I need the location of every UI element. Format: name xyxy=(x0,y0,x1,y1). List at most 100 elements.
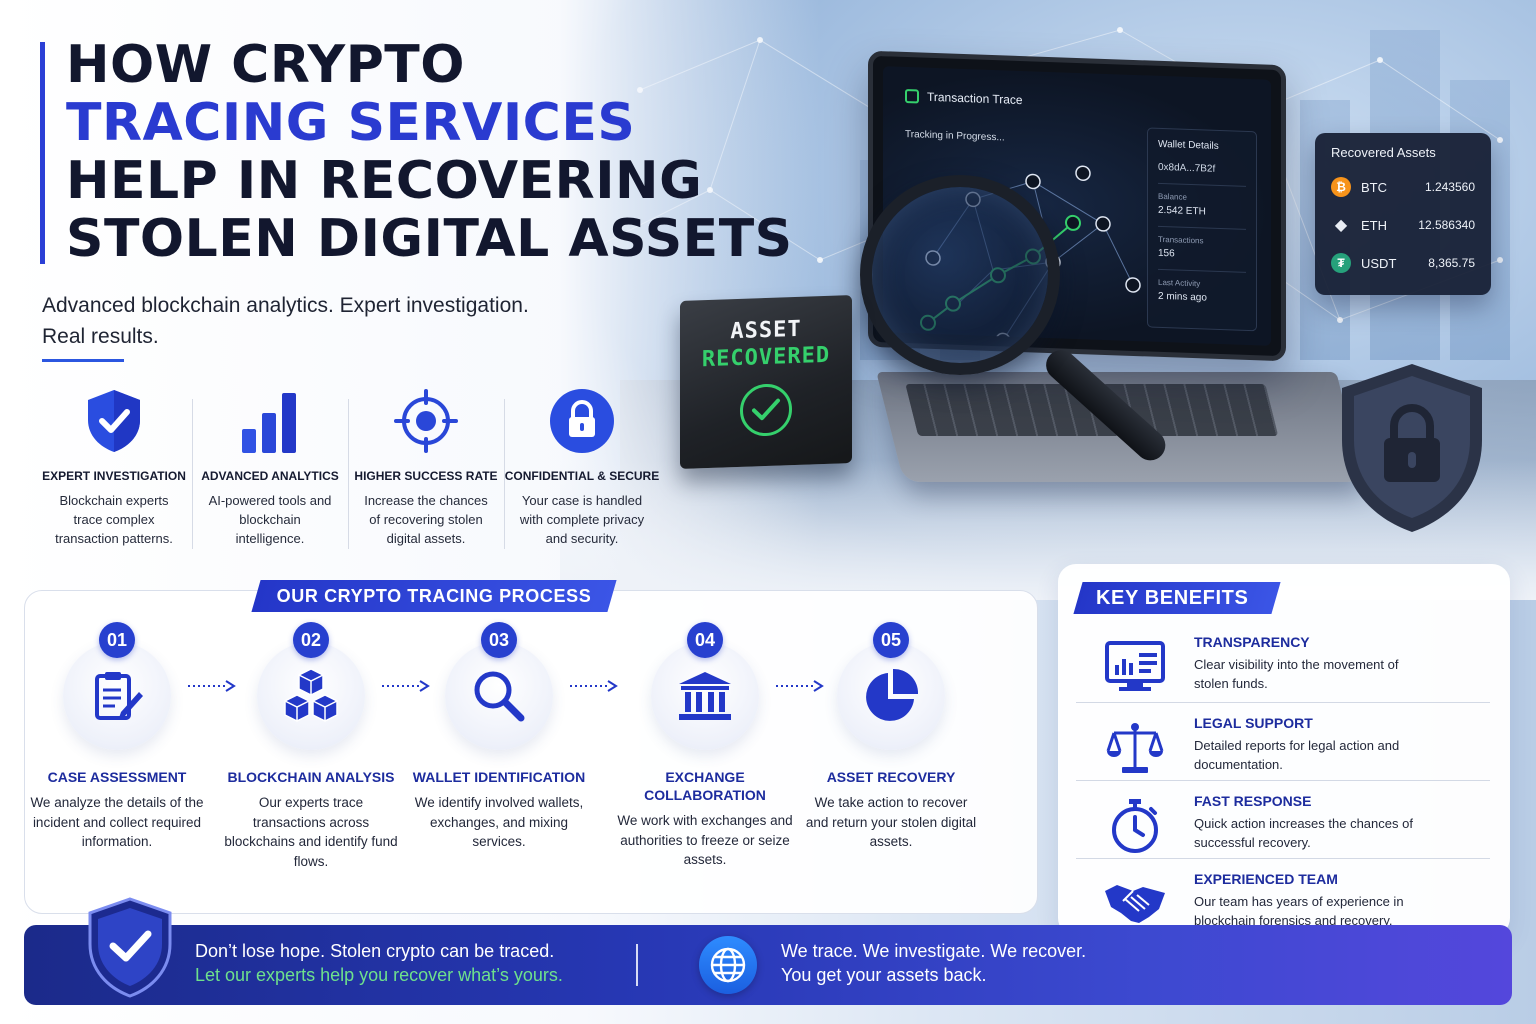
banner-slogan-line2: You get your assets back. xyxy=(781,965,987,985)
asset-row: ₿ BTC 1.243560 xyxy=(1331,168,1475,206)
step-title: CASE ASSESSMENT xyxy=(47,769,187,785)
process-step: 01 CASE ASSESSMENT We analyze the detail… xyxy=(22,622,212,852)
process-step: 04 EXCHANGE COLLABORATION We work with e… xyxy=(610,622,800,870)
step-number: 04 xyxy=(687,622,723,658)
wallet-title: Wallet Details xyxy=(1158,138,1219,152)
plaque-line2: RECOVERED xyxy=(701,342,831,373)
step-number: 05 xyxy=(873,622,909,658)
plaque-line1: ASSET xyxy=(730,316,802,345)
handshake-icon xyxy=(1076,861,1194,941)
globe-icon xyxy=(699,936,757,994)
benefit-desc: Clear visibility into the movement of st… xyxy=(1194,657,1399,691)
blocks-icon xyxy=(257,642,365,750)
target-icon xyxy=(348,385,504,457)
tether-icon: ₮ xyxy=(1331,253,1351,273)
title-line: HELP IN RECOVERING xyxy=(66,151,703,211)
shield-lock-icon xyxy=(1342,364,1482,532)
arrow-right-icon xyxy=(776,680,824,692)
bitcoin-icon: ₿ xyxy=(1331,177,1351,197)
wallet-details-panel: Wallet Details 0x8dA...7B2f Balance 2.54… xyxy=(1147,127,1257,332)
benefit-desc: Quick action increases the chances of su… xyxy=(1194,816,1413,850)
subtitle-underline xyxy=(42,359,124,362)
step-number: 03 xyxy=(481,622,517,658)
asset-name: BTC xyxy=(1361,179,1387,195)
pie-chart-icon xyxy=(837,642,945,750)
step-number: 02 xyxy=(293,622,329,658)
transactions-value: 156 xyxy=(1158,247,1175,260)
feature-desc: AI-powered tools and blockchain intellig… xyxy=(208,493,332,546)
cta-banner xyxy=(24,925,1512,1005)
process-panel xyxy=(24,590,1038,914)
recovered-assets-card: Recovered Assets ₿ BTC 1.243560 ◆ ETH 12… xyxy=(1315,133,1491,295)
asset-amount: 12.586340 xyxy=(1418,218,1475,232)
asset-name: USDT xyxy=(1361,255,1397,271)
benefit-item: TRANSPARENCY Clear visibility into the m… xyxy=(1076,624,1490,704)
app-logo-icon xyxy=(905,88,919,104)
asset-amount: 1.243560 xyxy=(1424,180,1475,194)
benefit-desc: Our team has years of experience in bloc… xyxy=(1194,894,1404,928)
divider xyxy=(1158,225,1246,230)
title-accent-bar xyxy=(40,42,45,264)
last-activity-label: Last Activity xyxy=(1158,277,1201,289)
recovered-assets-title: Recovered Assets xyxy=(1331,145,1436,160)
process-heading-tag: OUR CRYPTO TRACING PROCESS xyxy=(251,580,617,612)
divider xyxy=(1076,780,1490,781)
feature-item: CONFIDENTIAL & SECURE Your case is handl… xyxy=(504,385,660,555)
arrow-right-icon xyxy=(570,680,618,692)
shield-check-icon xyxy=(88,897,172,998)
stopwatch-icon xyxy=(1076,783,1194,863)
asset-amount: 8,365.75 xyxy=(1428,256,1475,270)
benefit-item: FAST RESPONSE Quick action increases the… xyxy=(1076,783,1490,863)
page-title: HOW CRYPTO TRACING SERVICES HELP IN RECO… xyxy=(66,36,793,268)
feature-title: CONFIDENTIAL & SECURE xyxy=(504,469,660,483)
lock-icon xyxy=(504,385,660,457)
feature-title: ADVANCED ANALYTICS xyxy=(201,469,339,483)
asset-row: ₮ USDT 8,365.75 xyxy=(1331,244,1475,282)
bank-icon xyxy=(651,642,759,750)
divider xyxy=(1158,182,1246,187)
transactions-label: Transactions xyxy=(1158,234,1204,246)
feature-list: EXPERT INVESTIGATION Blockchain experts … xyxy=(36,385,676,555)
scales-icon xyxy=(1076,705,1194,785)
benefit-title: EXPERIENCED TEAM xyxy=(1194,871,1338,887)
step-number: 01 xyxy=(99,622,135,658)
monitor-icon xyxy=(1076,624,1194,704)
benefits-heading-tag: KEY BENEFITS xyxy=(1073,582,1281,614)
step-desc: Our experts trace transactions across bl… xyxy=(224,795,398,869)
bar-chart-icon xyxy=(192,385,348,457)
divider xyxy=(1158,268,1246,273)
shield-check-icon xyxy=(36,385,192,457)
benefit-desc: Detailed reports for legal action and do… xyxy=(1194,738,1400,772)
arrow-right-icon xyxy=(188,680,236,692)
feature-desc: Blockchain experts trace complex transac… xyxy=(55,493,173,546)
process-heading: OUR CRYPTO TRACING PROCESS xyxy=(276,586,592,606)
banner-text-line2: Let our experts help you recover what’s … xyxy=(195,965,563,985)
divider xyxy=(1076,858,1490,859)
step-desc: We work with exchanges and authorities t… xyxy=(617,813,793,867)
magnifier-icon xyxy=(445,642,553,750)
asset-row: ◆ ETH 12.586340 xyxy=(1331,206,1475,244)
step-title: WALLET IDENTIFICATION xyxy=(412,769,586,785)
last-activity-value: 2 mins ago xyxy=(1158,290,1207,304)
banner-slogan-line1: We trace. We investigate. We recover. xyxy=(781,941,1087,961)
feature-title: EXPERT INVESTIGATION xyxy=(42,469,186,483)
benefit-item: EXPERIENCED TEAM Our team has years of e… xyxy=(1076,861,1490,941)
process-step: 03 WALLET IDENTIFICATION We identify inv… xyxy=(404,622,594,852)
ethereum-icon: ◆ xyxy=(1334,217,1348,234)
feature-desc: Increase the chances of recovering stole… xyxy=(364,493,488,546)
step-desc: We take action to recover and return you… xyxy=(805,795,977,849)
divider xyxy=(1076,702,1490,703)
step-title: BLOCKCHAIN ANALYSIS xyxy=(227,769,395,785)
balance-value: 2.542 ETH xyxy=(1158,204,1206,218)
balance-label: Balance xyxy=(1158,191,1187,202)
feature-item: HIGHER SUCCESS RATE Increase the chances… xyxy=(348,385,504,555)
benefit-title: TRANSPARENCY xyxy=(1194,634,1310,650)
magnifying-glass-icon xyxy=(860,175,1060,375)
step-title: ASSET RECOVERY xyxy=(826,769,956,785)
step-desc: We analyze the details of the incident a… xyxy=(30,795,204,849)
arrow-right-icon xyxy=(382,680,430,692)
title-line-highlight: TRACING SERVICES xyxy=(66,93,636,153)
banner-text-line1: Don’t lose hope. Stolen crypto can be tr… xyxy=(195,941,555,961)
title-line: STOLEN DIGITAL ASSETS xyxy=(66,209,793,269)
feature-item: EXPERT INVESTIGATION Blockchain experts … xyxy=(36,385,192,555)
